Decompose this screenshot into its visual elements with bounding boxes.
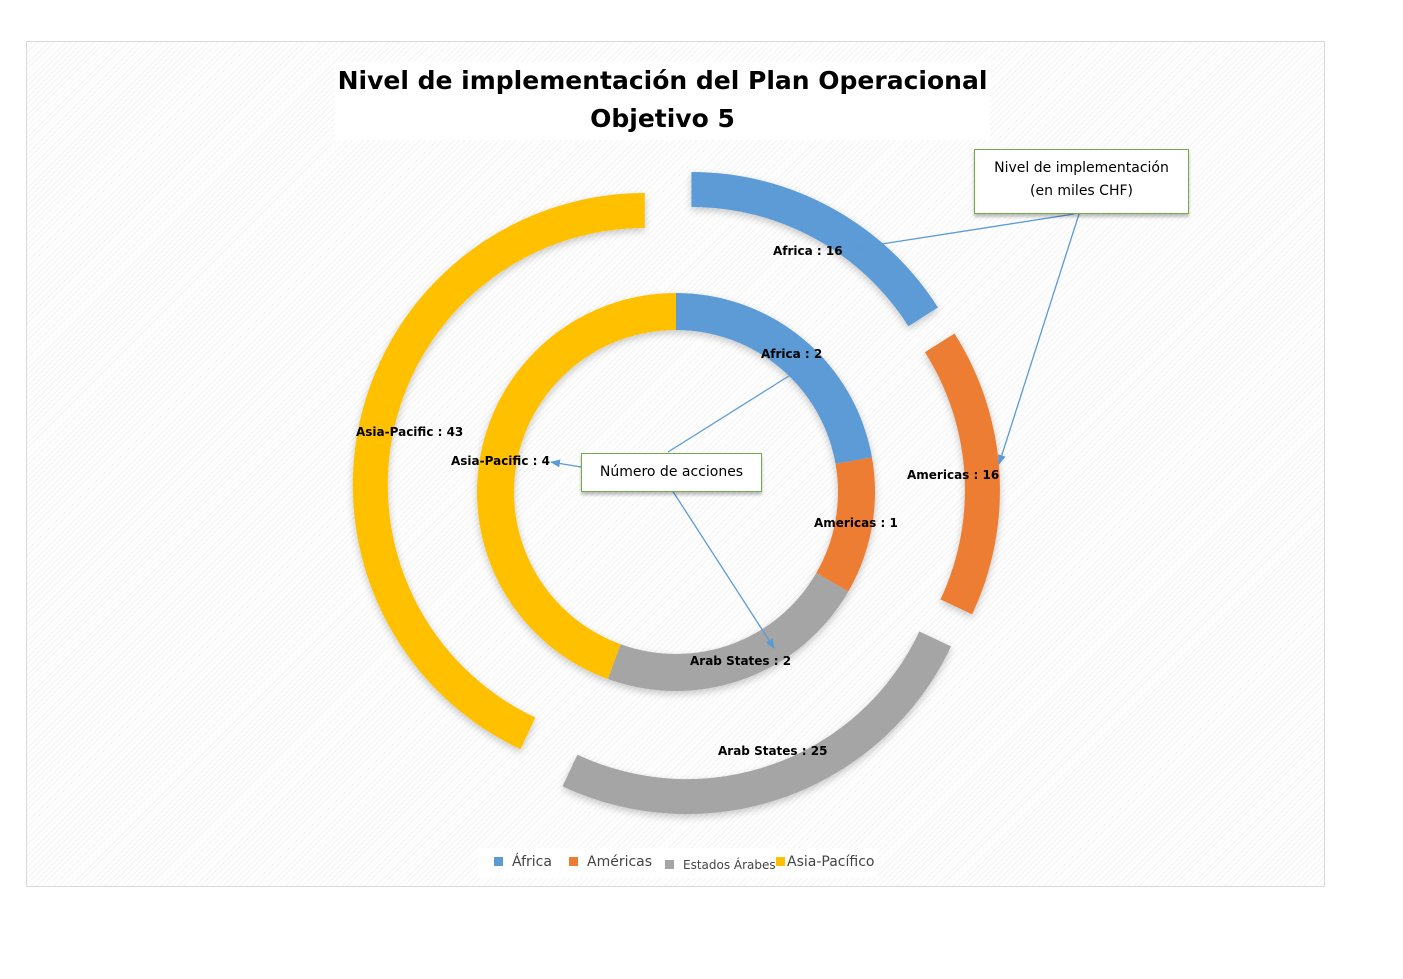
inner-ring-label-africa: Africa : 2: [761, 347, 822, 361]
legend-item-africa: África: [494, 854, 552, 870]
implementation-callout-line-1: Nivel de implementación: [994, 160, 1169, 176]
implementation-arrow-africa: [855, 213, 1075, 251]
inner-ring-segment-arab-states: [607, 573, 849, 691]
outer-ring-segment-americas: [924, 333, 1000, 615]
legend-swatch-americas: [569, 857, 578, 866]
legend-label-americas: Américas: [587, 854, 653, 870]
legend-swatch-africa: [494, 857, 503, 866]
chart-legend: África Américas Estados Árabes Asia-Pací…: [478, 848, 878, 878]
inner-ring-segment-africa: [676, 293, 872, 464]
legend-item-americas: Américas: [569, 854, 652, 870]
actions-callout: Número de acciones: [581, 453, 762, 492]
legend-swatch-arab-states: [665, 860, 674, 869]
outer-ring-label-americas: Americas : 16: [907, 468, 999, 482]
outer-ring-segment-asia-pacific: [352, 193, 645, 750]
legend-label-arab-states: Estados Árabes: [683, 858, 776, 872]
outer-ring-label-africa: Africa : 16: [773, 244, 843, 258]
chart-title: Nivel de implementación del Plan Operaci…: [335, 62, 990, 140]
outer-ring-segment-africa: [691, 171, 938, 327]
inner-ring-label-asia-pacific: Asia-Pacific : 4: [451, 454, 550, 468]
chart-title-line-1: Nivel de implementación del Plan Operaci…: [337, 66, 988, 95]
outer-ring-label-asia-pacific: Asia-Pacific : 43: [356, 425, 463, 439]
inner-ring-label-americas: Americas : 1: [814, 516, 898, 530]
implementation-callout-line-2: (en miles CHF): [1030, 183, 1133, 199]
inner-ring-segment-americas: [816, 457, 875, 592]
outer-ring-segment-arab-states: [562, 631, 952, 815]
outer-ring-label-arab-states: Arab States : 25: [718, 744, 827, 758]
implementation-arrow-americas: [997, 213, 1080, 465]
legend-item-arab-states: Estados Árabes: [665, 857, 776, 873]
implementation-callout: Nivel de implementación (en miles CHF): [974, 149, 1189, 214]
chart-title-line-2: Objetivo 5: [590, 104, 735, 133]
inner-ring-label-arab-states: Arab States : 2: [690, 654, 791, 668]
legend-label-africa: África: [512, 854, 552, 870]
legend-item-asia-pacific: Asia-Pacífico: [776, 854, 874, 870]
legend-label-asia-pacific: Asia-Pacífico: [787, 854, 875, 870]
actions-arrow-arab-states: [671, 489, 775, 649]
inner-ring-segment-asia-pacific: [476, 293, 676, 679]
legend-swatch-asia-pacific: [776, 857, 785, 866]
actions-arrow-africa: [667, 373, 793, 453]
